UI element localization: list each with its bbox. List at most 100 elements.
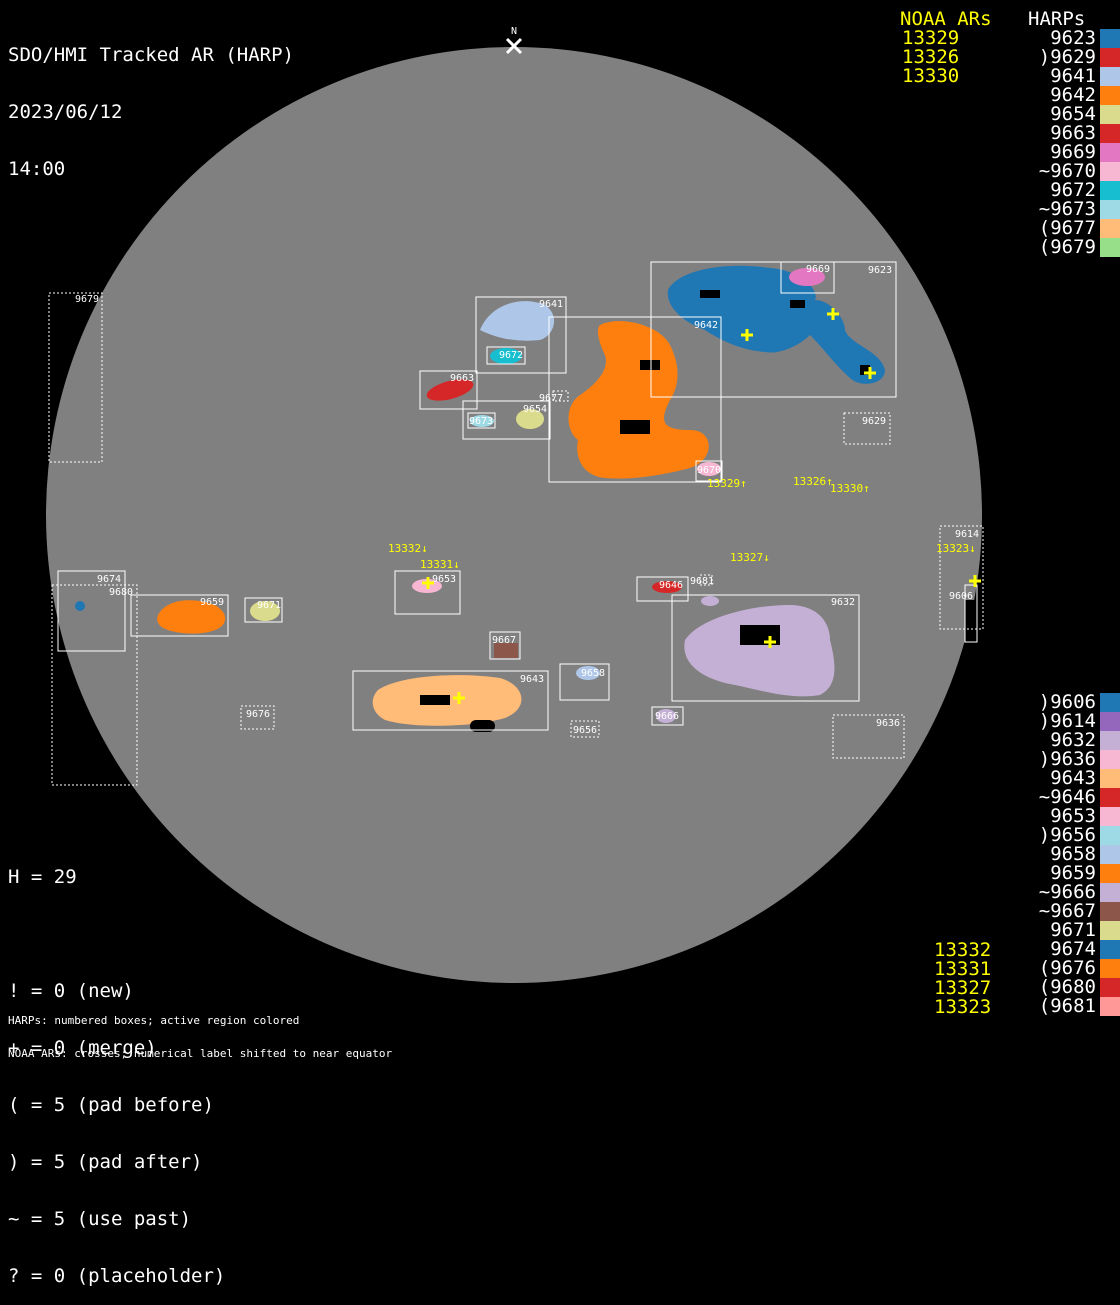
harp-legend-label: (9676 bbox=[1038, 957, 1096, 979]
harp-legend-row: ~9673 bbox=[1006, 200, 1120, 219]
region-9670 bbox=[697, 462, 721, 476]
harp-legend-row: ~9670 bbox=[1006, 162, 1120, 181]
box-label: 9646 bbox=[659, 580, 683, 591]
region-9632 bbox=[684, 605, 835, 697]
region-9641 bbox=[480, 301, 555, 341]
stat-line: ? = 0 (placeholder) bbox=[8, 1265, 226, 1287]
harp-legend-label: 9643 bbox=[1050, 767, 1096, 789]
box-label: 9643 bbox=[520, 674, 544, 685]
box-label: 9672 bbox=[499, 350, 523, 361]
noaa-label: 13327↓ bbox=[730, 551, 770, 564]
region-9674 bbox=[75, 601, 85, 611]
harp-legend-label: (9681 bbox=[1038, 995, 1096, 1017]
noaa-label: 13332↓ bbox=[388, 542, 428, 555]
harp-legend-row: )9629 bbox=[1006, 48, 1120, 67]
box-label: 9681 bbox=[690, 576, 714, 587]
harp-legend-label: 9653 bbox=[1050, 805, 1096, 827]
harp-boxes bbox=[48, 261, 984, 786]
stat-line: ~ = 5 (use past) bbox=[8, 1208, 192, 1230]
north-marker bbox=[505, 37, 523, 55]
noaa-legend-title: NOAA ARs bbox=[900, 8, 992, 30]
harp-legend-label: ~9673 bbox=[1038, 198, 1096, 220]
harp-color-swatch bbox=[1100, 693, 1120, 712]
footer-line-1: HARPs: numbered boxes; active region col… bbox=[8, 1014, 300, 1027]
region-9673 bbox=[470, 415, 494, 427]
stat-line: ! = 0 (new) bbox=[8, 980, 134, 1002]
harp-legend-label: 9669 bbox=[1050, 141, 1096, 163]
harp-color-swatch bbox=[1100, 864, 1120, 883]
harp-color-swatch bbox=[1100, 902, 1120, 921]
harp-color-swatch bbox=[1100, 238, 1120, 257]
harp-color-swatch bbox=[1100, 750, 1120, 769]
noaa-item: 13332 bbox=[934, 939, 992, 961]
box-label: 9629 bbox=[862, 416, 886, 427]
box-label: 9659 bbox=[200, 597, 224, 608]
harp-legend-row: 9623 bbox=[1006, 29, 1120, 48]
box-label: 9679 bbox=[75, 294, 99, 305]
noaa-item: 13329 bbox=[902, 27, 960, 49]
box-label: 9670 bbox=[697, 465, 721, 476]
harp-legend-row: (9680 bbox=[1006, 978, 1120, 997]
region-9654 bbox=[516, 409, 544, 429]
harp-color-swatch bbox=[1100, 807, 1120, 826]
box-label: 9642 bbox=[694, 320, 718, 331]
region-9666 bbox=[656, 709, 676, 723]
stat-line: ) = 5 (pad after) bbox=[8, 1151, 203, 1173]
harp-color-swatch bbox=[1100, 959, 1120, 978]
noaa-item: 13326 bbox=[902, 46, 960, 68]
harp-color-swatch bbox=[1100, 845, 1120, 864]
box-label: 9680 bbox=[109, 587, 133, 598]
harp-legend-row: 9642 bbox=[1006, 86, 1120, 105]
noaa-list-top: 13329 13326 13330 bbox=[902, 29, 959, 86]
box-label: 9676 bbox=[246, 709, 270, 720]
harp-legend-row: 9671 bbox=[1006, 921, 1120, 940]
header-date: 2023/06/12 bbox=[8, 101, 123, 123]
harp-color-swatch bbox=[1100, 788, 1120, 807]
harp-legend-row: )9614 bbox=[1006, 712, 1120, 731]
noaa-label: 13329↑ bbox=[707, 477, 747, 490]
box-label: 9674 bbox=[97, 574, 121, 585]
harp-color-swatch bbox=[1100, 86, 1120, 105]
harp-legend-label: (9677 bbox=[1038, 217, 1096, 239]
harp-legend-label: 9654 bbox=[1050, 103, 1096, 125]
harp-legend-row: (9677 bbox=[1006, 219, 1120, 238]
harp-legend-row: )9656 bbox=[1006, 826, 1120, 845]
header: SDO/HMI Tracked AR (HARP) 2023/06/12 14:… bbox=[8, 8, 294, 198]
harp-color-swatch bbox=[1100, 921, 1120, 940]
harp-legend-label: )9636 bbox=[1038, 748, 1096, 770]
box-label: 9614 bbox=[955, 529, 979, 540]
harp-color-swatch bbox=[1100, 997, 1120, 1016]
harp-legend-row: )9636 bbox=[1006, 750, 1120, 769]
region-9671 bbox=[250, 601, 280, 621]
harp-legend-label: ~9670 bbox=[1038, 160, 1096, 182]
header-time: 14:00 bbox=[8, 158, 66, 180]
box-label: 9658 bbox=[581, 668, 605, 679]
box-label: 9677 bbox=[539, 393, 563, 404]
harp-legend-row: 9643 bbox=[1006, 769, 1120, 788]
box-label: 9666 bbox=[655, 711, 679, 722]
harp-color-swatch bbox=[1100, 143, 1120, 162]
noaa-label: 13331↓ bbox=[420, 558, 460, 571]
harp-legend-row: 9632 bbox=[1006, 731, 1120, 750]
harp-legend-label: )9629 bbox=[1038, 46, 1096, 68]
harp-legend-label: )9614 bbox=[1038, 710, 1096, 732]
region-9623 bbox=[667, 265, 885, 384]
harp-legend-label: 9623 bbox=[1050, 27, 1096, 49]
harp-color-swatch bbox=[1100, 712, 1120, 731]
noaa-item: 13331 bbox=[934, 958, 992, 980]
footer-line-2: NOAA ARs: crosses; numerical label shift… bbox=[8, 1047, 393, 1060]
harp-legend-label: (9679 bbox=[1038, 236, 1096, 258]
region-9659 bbox=[157, 600, 226, 634]
noaa-label: 13323↓ bbox=[936, 542, 976, 555]
harp-legend-row: 9674 bbox=[1006, 940, 1120, 959]
harp-legend-row: 9641 bbox=[1006, 67, 1120, 86]
box-label: 9641 bbox=[539, 299, 563, 310]
region-9646 bbox=[652, 581, 682, 593]
harp-legend-row: 9672 bbox=[1006, 181, 1120, 200]
harp-color-swatch bbox=[1100, 29, 1120, 48]
harp-color-swatch bbox=[1100, 67, 1120, 86]
harp-color-swatch bbox=[1100, 883, 1120, 902]
harp-legend-label: ~9667 bbox=[1038, 900, 1096, 922]
harp-legend-label: 9641 bbox=[1050, 65, 1096, 87]
north-label: N bbox=[511, 26, 517, 37]
